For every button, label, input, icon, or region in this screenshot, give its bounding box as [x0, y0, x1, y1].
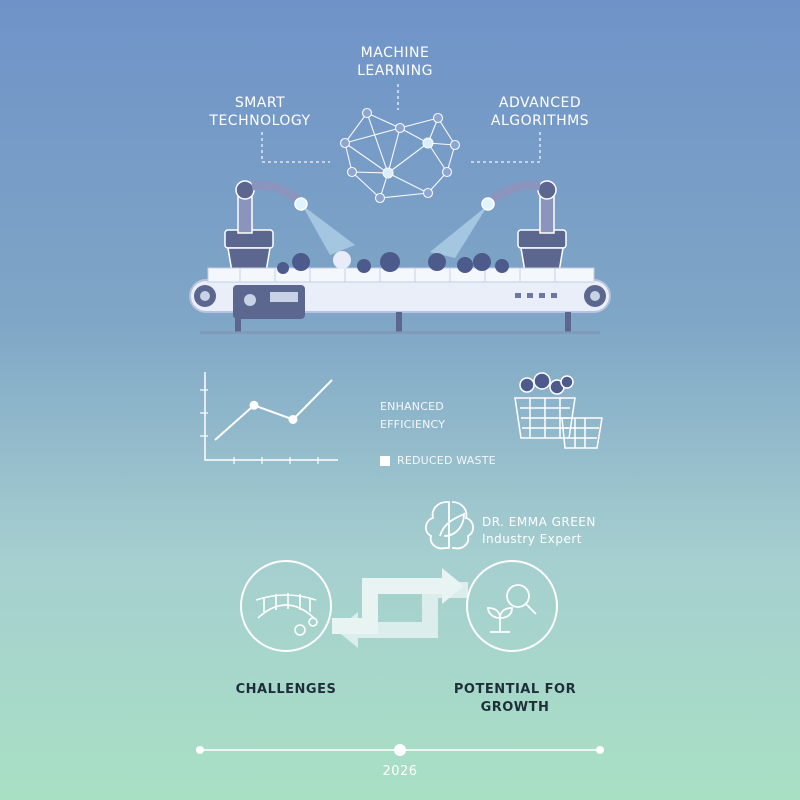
chart-series-line	[214, 379, 333, 441]
line-chart-icon	[200, 372, 338, 464]
reduced-waste-label: REDUCED WASTE	[397, 454, 496, 467]
brain-leaf-icon	[425, 501, 474, 550]
chart-point	[249, 400, 259, 410]
chart-point	[288, 414, 298, 424]
bridge-gears-icon	[255, 593, 318, 636]
produce-items	[277, 251, 509, 274]
enhanced-efficiency-label: ENHANCED EFFICIENCY	[380, 400, 446, 431]
year-label: 2026	[382, 764, 418, 779]
robot-arm-icon	[224, 180, 308, 273]
challenges-label: CHALLENGES	[235, 682, 337, 697]
potential-growth-line2: GROWTH	[480, 700, 550, 715]
plant-magnifier-icon	[487, 584, 537, 633]
robot-arm-right-icon	[481, 180, 567, 273]
fruit-basket-icon	[514, 372, 603, 449]
light-beam-right	[430, 205, 488, 258]
advanced-algorithms-line1: ADVANCED	[498, 95, 582, 111]
machine-learning-label: MACHINE LEARNING	[345, 44, 445, 80]
machine-learning-line1: MACHINE	[360, 45, 430, 61]
smart-technology-line2: TECHNOLOGY	[209, 113, 311, 129]
expert-title: Industry Expert	[482, 532, 582, 546]
advanced-algorithms-line2: ALGORITHMS	[490, 113, 590, 129]
advanced-algorithms-label: ADVANCED ALGORITHMS	[485, 94, 595, 130]
swap-arrows-icon	[332, 568, 468, 648]
machine-learning-line2: LEARNING	[357, 63, 433, 79]
challenges-circle	[240, 560, 332, 652]
neural-network-icon	[339, 107, 461, 204]
smart-technology-line1: SMART	[234, 95, 286, 111]
smart-technology-label: SMART TECHNOLOGY	[205, 94, 315, 130]
potential-growth-label: POTENTIAL FOR GROWTH	[440, 681, 590, 717]
light-beam-left	[302, 205, 355, 255]
dashed-connectors	[261, 84, 541, 163]
chart-points	[249, 400, 298, 424]
conveyor-belt-icon	[189, 267, 611, 334]
growth-circle	[466, 560, 558, 652]
expert-name: DR. EMMA GREEN	[482, 515, 596, 529]
reduced-waste-checkbox[interactable]	[380, 456, 390, 466]
potential-growth-line1: POTENTIAL FOR	[453, 682, 577, 697]
timeline-icon	[196, 744, 604, 756]
